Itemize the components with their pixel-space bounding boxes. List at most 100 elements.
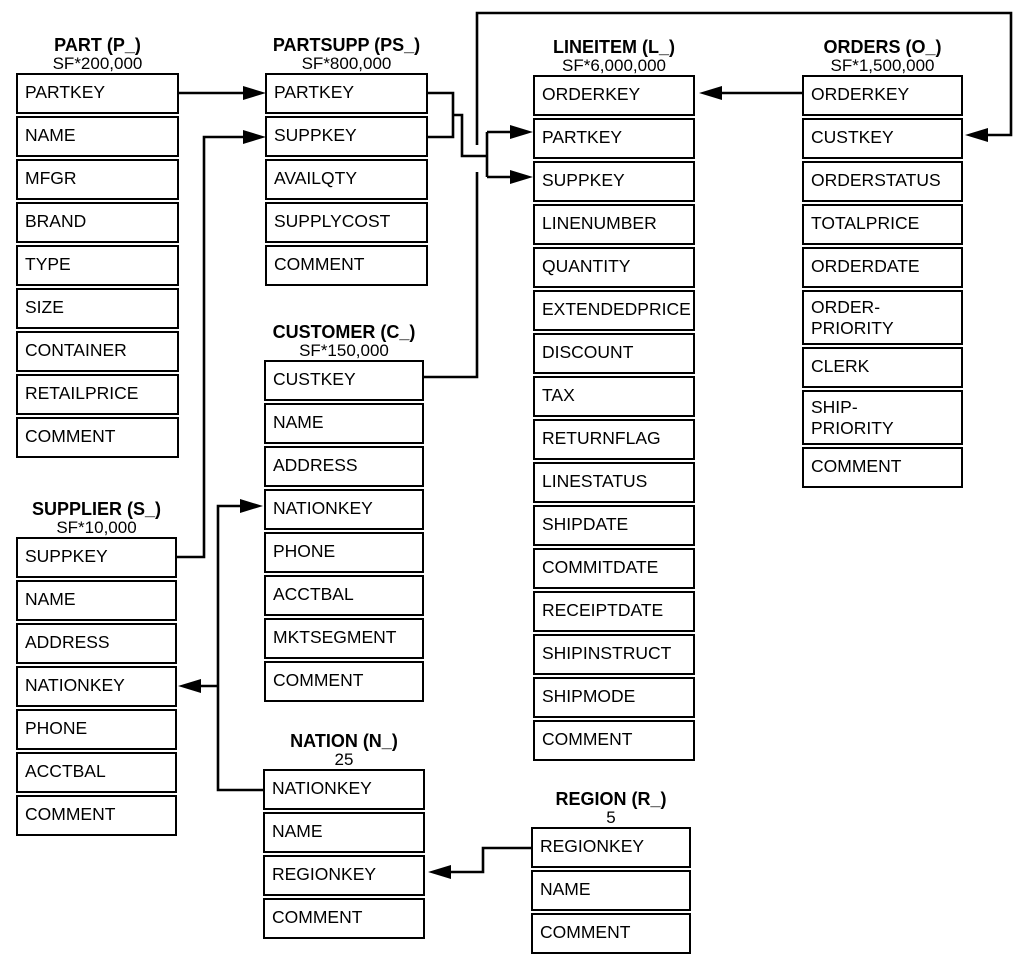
table-partsupp-title: PARTSUPP (PS_) (272, 35, 421, 55)
fk-lineitem-keys-from-partsupp-connector (428, 91, 533, 184)
fk-partsupp-partkey-from-part-arrow (179, 86, 266, 100)
supplier-column-phone: PHONE (16, 709, 177, 750)
lineitem-column-orderkey: ORDERKEY (533, 75, 695, 116)
fk-nation-regionkey-from-region-arrow (428, 846, 532, 879)
orders-column-totalprice: TOTALPRICE (802, 204, 963, 245)
nation-column-name: NAME (263, 812, 425, 853)
arrowhead-left-icon (428, 865, 451, 879)
orders-column-orderkey: ORDERKEY (802, 75, 963, 116)
lineitem-column-tax: TAX (533, 376, 695, 417)
customer-column-mktsegment: MKTSEGMENT (264, 618, 424, 659)
arrowhead-right-icon (510, 170, 533, 184)
partsupp-column-partkey: PARTKEY (265, 73, 428, 114)
orders-column-comment: COMMENT (802, 447, 963, 488)
supplier-column-name: NAME (16, 580, 177, 621)
table-partsupp-cardinality: SF*800,000 (301, 54, 392, 73)
lineitem-column-shipdate: SHIPDATE (533, 505, 695, 546)
fk-customer-nationkey-from-nation-arrow (216, 499, 263, 792)
arrowhead-right-icon (240, 499, 263, 513)
arrowhead-right-icon (243, 86, 266, 100)
lineitem-column-suppkey: SUPPKEY (533, 161, 695, 202)
lineitem-column-discount: DISCOUNT (533, 333, 695, 374)
customer-column-nationkey: NATIONKEY (264, 489, 424, 530)
lineitem-column-linenumber: LINENUMBER (533, 204, 695, 245)
customer-column-acctbal: ACCTBAL (264, 575, 424, 616)
table-lineitem-cardinality: SF*6,000,000 (562, 56, 666, 75)
part-column-brand: BRAND (16, 202, 179, 243)
lineitem-column-commitdate: COMMITDATE (533, 548, 695, 589)
table-orders-cardinality: SF*1,500,000 (830, 56, 935, 75)
table-supplier-cardinality: SF*10,000 (56, 518, 137, 537)
table-part-cardinality: SF*200,000 (52, 54, 143, 73)
table-customer-cardinality: SF*150,000 (299, 341, 389, 360)
fk-orders-custkey-from-customer-arrow (424, 11, 1013, 379)
arrowhead-left-icon (965, 128, 988, 142)
customer-column-custkey: CUSTKEY (264, 360, 424, 401)
customer-column-name: NAME (264, 403, 424, 444)
supplier-column-acctbal: ACCTBAL (16, 752, 177, 793)
part-column-size: SIZE (16, 288, 179, 329)
partsupp-column-availqty: AVAILQTY (265, 159, 428, 200)
nation-column-regionkey: REGIONKEY (263, 855, 425, 896)
orders-column-orderstatus: ORDERSTATUS (802, 161, 963, 202)
part-column-partkey: PARTKEY (16, 73, 179, 114)
fk-supplier-nationkey-from-nation-arrow (178, 679, 218, 693)
customer-column-comment: COMMENT (264, 661, 424, 702)
table-supplier-title: SUPPLIER (S_) (31, 499, 162, 519)
region-column-name: NAME (531, 870, 691, 911)
arrowhead-left-icon (699, 86, 722, 100)
region-column-comment: COMMENT (531, 913, 691, 954)
orders-column-orderpriority: ORDER- PRIORITY (802, 290, 963, 345)
partsupp-column-supplycost: SUPPLYCOST (265, 202, 428, 243)
table-nation-title: NATION (N_) (290, 731, 398, 751)
region-column-regionkey: REGIONKEY (531, 827, 691, 868)
part-column-type: TYPE (16, 245, 179, 286)
table-customer-title: CUSTOMER (C_) (272, 322, 416, 342)
lineitem-column-receiptdate: RECEIPTDATE (533, 591, 695, 632)
lineitem-column-comment: COMMENT (533, 720, 695, 761)
partsupp-column-suppkey: SUPPKEY (265, 116, 428, 157)
supplier-column-suppkey: SUPPKEY (16, 537, 177, 578)
fk-partsupp-suppkey-from-supplier-arrow (177, 130, 266, 559)
part-column-comment: COMMENT (16, 417, 179, 458)
orders-column-shippriority: SHIP- PRIORITY (802, 390, 963, 445)
part-column-name: NAME (16, 116, 179, 157)
lineitem-column-quantity: QUANTITY (533, 247, 695, 288)
orders-column-orderdate: ORDERDATE (802, 247, 963, 288)
orders-column-clerk: CLERK (802, 347, 963, 388)
supplier-column-nationkey: NATIONKEY (16, 666, 177, 707)
table-nation-cardinality: 25 (334, 750, 354, 769)
fk-lineitem-orderkey-from-orders-arrow (699, 86, 802, 100)
table-lineitem-title: LINEITEM (L_) (553, 37, 675, 57)
arrowhead-right-icon (510, 125, 533, 139)
nation-column-comment: COMMENT (263, 898, 425, 939)
customer-column-address: ADDRESS (264, 446, 424, 487)
table-part-title: PART (P_) (54, 35, 141, 55)
orders-column-custkey: CUSTKEY (802, 118, 963, 159)
lineitem-column-shipinstruct: SHIPINSTRUCT (533, 634, 695, 675)
lineitem-column-shipmode: SHIPMODE (533, 677, 695, 718)
part-column-mfgr: MFGR (16, 159, 179, 200)
table-orders-title: ORDERS (O_) (823, 37, 942, 57)
lineitem-column-linestatus: LINESTATUS (533, 462, 695, 503)
partsupp-column-comment: COMMENT (265, 245, 428, 286)
customer-column-phone: PHONE (264, 532, 424, 573)
part-column-container: CONTAINER (16, 331, 179, 372)
